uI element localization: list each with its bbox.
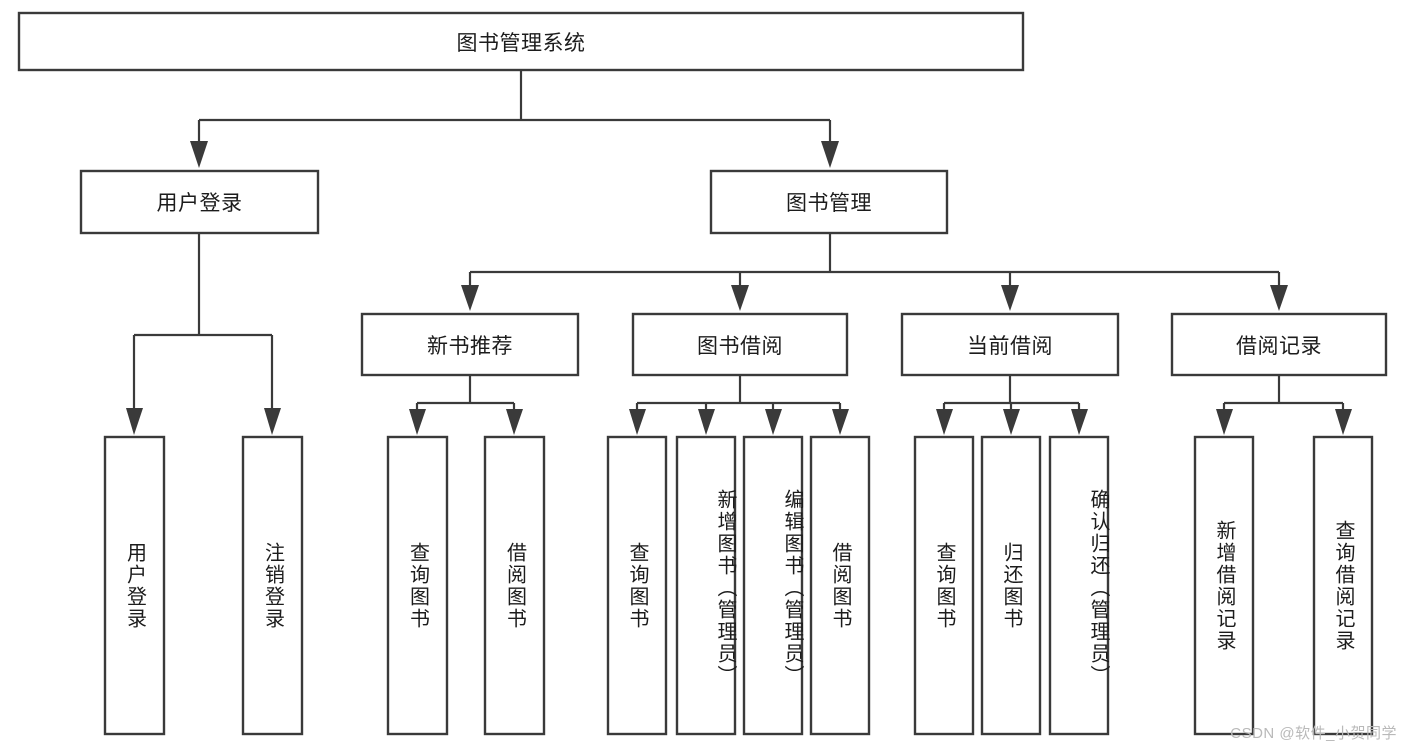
arrow-head-new-book bbox=[461, 285, 479, 311]
leaf-box-book-borrow-2[interactable] bbox=[742, 435, 804, 736]
arrow-head-to-book-mgmt bbox=[821, 141, 839, 168]
leaf-box-book-borrow-1[interactable] bbox=[675, 435, 737, 736]
arrow-head-book-borrow-3 bbox=[765, 409, 782, 435]
leaf-box-borrow-record-0[interactable] bbox=[1193, 435, 1255, 736]
node-book-borrow-box[interactable] bbox=[631, 312, 849, 377]
arrow-head-book-borrow bbox=[731, 285, 749, 311]
arrow-head-user-login-1 bbox=[126, 408, 143, 435]
node-user-login-box[interactable] bbox=[79, 169, 320, 235]
leaf-box-current-borrow-2[interactable] bbox=[1048, 435, 1110, 736]
arrow-head-to-user-login bbox=[190, 141, 208, 168]
arrow-head-borrow-record-2 bbox=[1335, 409, 1352, 435]
arrow-head-new-book-2 bbox=[506, 409, 523, 435]
leaf-box-borrow-record-1[interactable] bbox=[1312, 435, 1374, 736]
arrow-head-book-borrow-4 bbox=[832, 409, 849, 435]
arrow-head-borrow-record-1 bbox=[1216, 409, 1233, 435]
watermark-text: CSDN @软件_小贺同学 bbox=[1230, 725, 1397, 742]
node-new-book-box[interactable] bbox=[360, 312, 580, 377]
arrow-head-book-borrow-2 bbox=[698, 409, 715, 435]
arrow-head-new-book-1 bbox=[409, 409, 426, 435]
leaf-box-current-borrow-1[interactable] bbox=[980, 435, 1042, 736]
leaf-box-user-login-1[interactable] bbox=[241, 435, 304, 736]
node-root-box[interactable] bbox=[17, 11, 1025, 72]
leaf-box-current-borrow-0[interactable] bbox=[913, 435, 975, 736]
arrow-head-book-borrow-1 bbox=[629, 409, 646, 435]
leaf-box-new-book-1[interactable] bbox=[483, 435, 546, 736]
arrow-head-current-borrow-1 bbox=[936, 409, 953, 435]
arrow-head-current-borrow-2 bbox=[1003, 409, 1020, 435]
arrow-head-borrow-record bbox=[1270, 285, 1288, 311]
node-borrow-record-box[interactable] bbox=[1170, 312, 1388, 377]
arrow-head-current-borrow-3 bbox=[1071, 409, 1088, 435]
arrow-head-user-login-2 bbox=[264, 408, 281, 435]
leaf-box-book-borrow-0[interactable] bbox=[606, 435, 668, 736]
leaf-box-user-login-0[interactable] bbox=[103, 435, 166, 736]
leaf-box-new-book-0[interactable] bbox=[386, 435, 449, 736]
arrow-head-current-borrow bbox=[1001, 285, 1019, 311]
node-book-mgmt-box[interactable] bbox=[709, 169, 949, 235]
leaf-box-book-borrow-3[interactable] bbox=[809, 435, 871, 736]
node-current-borrow-box[interactable] bbox=[900, 312, 1120, 377]
